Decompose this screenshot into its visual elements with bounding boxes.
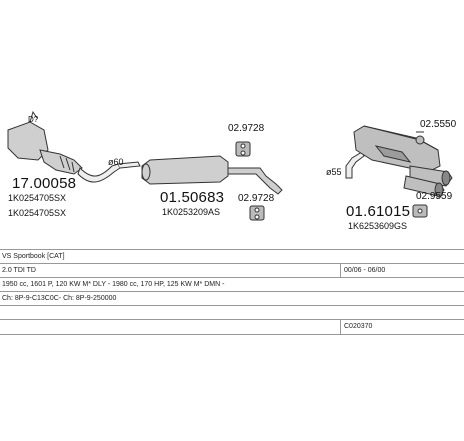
row-right-text: C020370 [344, 323, 373, 330]
table-row [0, 305, 464, 320]
middle-silencer-part [141, 155, 283, 195]
middle-silencer-ref: 1K0253209AS [162, 207, 221, 217]
rear-silencer-number: 01.61015 [346, 203, 411, 220]
pipe-diameter-1: ø60 [108, 157, 124, 167]
rear-silencer-ref: 1K6253609GS [348, 221, 408, 231]
column-divider [340, 264, 341, 278]
rear-hanger-top-part [415, 131, 425, 145]
row-left-text: Ch: 8P-9-C13C0C- Ch: 8P-9-250000 [2, 295, 117, 302]
pipe-diameter-2: ø55 [326, 167, 342, 177]
catalyst-number: 17.00058 [12, 175, 77, 192]
catalyst-ref-2: 1K0254705SX [8, 208, 67, 218]
table-row: Ch: 8P-9-C13C0C- Ch: 8P-9-250000 [0, 291, 464, 306]
table-row: 1950 cc, 1601 P, 120 KW M* DLY - 1980 cc… [0, 277, 464, 292]
row-left-text: 2.0 TDI TD [2, 267, 36, 274]
rear-hanger-bottom-number: 02.9559 [416, 191, 453, 202]
hanger-top-number: 02.9728 [228, 123, 265, 134]
middle-silencer-number: 01.50683 [160, 189, 225, 206]
row-left-text: 1950 cc, 1601 P, 120 KW M* DLY - 1980 cc… [2, 281, 225, 288]
table-row: 2.0 TDI TD 00/06 - 06/00 [0, 263, 464, 278]
application-table: VS Sportbook [CAT] 2.0 TDI TD 00/06 - 06… [0, 249, 464, 335]
column-divider [340, 320, 341, 334]
table-row: C020370 [0, 319, 464, 335]
marker-label: D? [28, 115, 39, 124]
catalyst-ref-1: 1K0254705SX [8, 193, 67, 203]
exhaust-drawing [7, 110, 453, 221]
row-left-text: VS Sportbook [CAT] [2, 253, 65, 260]
hanger-bottom-part [249, 205, 265, 221]
front-pipe [77, 161, 141, 183]
rear-hanger-bottom-part [412, 204, 428, 218]
rear-hanger-top-number: 02.5550 [420, 119, 457, 130]
catalyst-part [7, 110, 83, 175]
row-right-text: 00/06 - 06/00 [344, 267, 386, 274]
rear-pipe [345, 151, 365, 179]
hanger-bottom-number: 02.9728 [238, 193, 275, 204]
rear-silencer-part [353, 125, 453, 198]
exhaust-diagram: D? 17.00058 1K0254705SX 1K0254705SX ø60 … [7, 110, 457, 231]
table-row: VS Sportbook [CAT] [0, 249, 464, 264]
hanger-top-part [235, 141, 251, 157]
